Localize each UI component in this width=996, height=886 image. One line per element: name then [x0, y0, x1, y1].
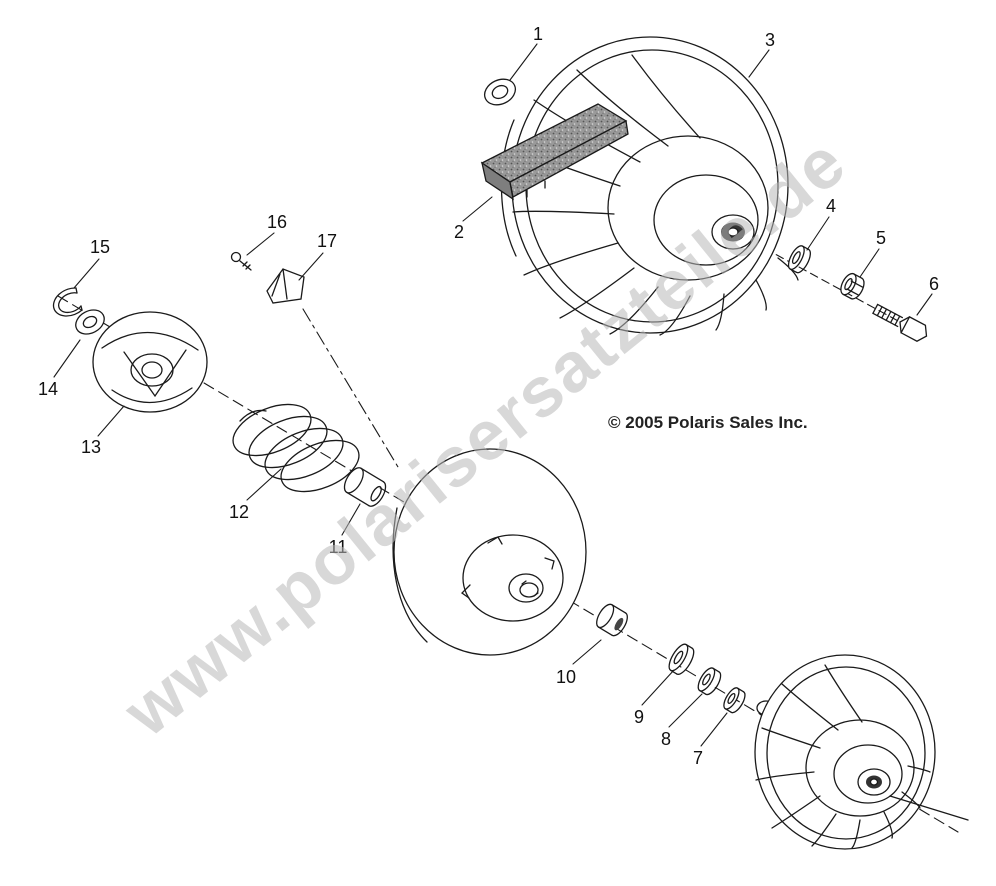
part-14-washer: [75, 309, 105, 335]
part-7-washer: [723, 687, 746, 714]
part-8-washer: [697, 667, 722, 696]
callout-6: 6: [929, 274, 939, 294]
callout-10: 10: [556, 667, 576, 687]
leader-lines: [53, 43, 933, 747]
callout-7: 7: [693, 748, 703, 768]
callout-13: 13: [81, 437, 101, 457]
callout-14: 14: [38, 379, 58, 399]
callout-16: 16: [267, 212, 287, 232]
callout-5: 5: [876, 228, 886, 248]
callout-12: 12: [229, 502, 249, 522]
part-10-roller: [596, 603, 628, 637]
callout-labels: 1 2 3 4 5 6 7 8 9 10 11 12 13 14 15 16 1…: [38, 24, 939, 768]
driven-sheave-disc: [392, 448, 587, 656]
part-3-drive-clutch: [500, 36, 799, 336]
part-2-belt: [480, 103, 629, 201]
part-5-nut: [840, 272, 865, 300]
centerline-cam-shoe: [302, 308, 399, 468]
part-13-cam: [92, 311, 208, 413]
part-1-washer: [483, 78, 517, 106]
part-15-retaining-ring: [52, 287, 83, 317]
part-6-bolt: [872, 303, 928, 342]
callout-3: 3: [765, 30, 775, 50]
callout-1: 1: [533, 24, 543, 44]
callout-9: 9: [634, 707, 644, 727]
callout-8: 8: [661, 729, 671, 749]
part-12-spring: [232, 403, 360, 493]
copyright-text: © 2005 Polaris Sales Inc.: [608, 413, 808, 432]
part-17-cam-shoe: [266, 268, 305, 304]
callout-17: 17: [317, 231, 337, 251]
callout-2: 2: [454, 222, 464, 242]
part-4-washer: [787, 245, 811, 274]
part-9-washer: [668, 643, 695, 675]
callout-4: 4: [826, 196, 836, 216]
driven-clutch-assembly: [754, 654, 969, 850]
part-11-bushing: [343, 467, 387, 507]
part-16-screw: [230, 251, 252, 271]
watermark-text: www.polarisersatzteile.de: [109, 122, 861, 752]
callout-15: 15: [90, 237, 110, 257]
callout-11: 11: [329, 537, 348, 557]
